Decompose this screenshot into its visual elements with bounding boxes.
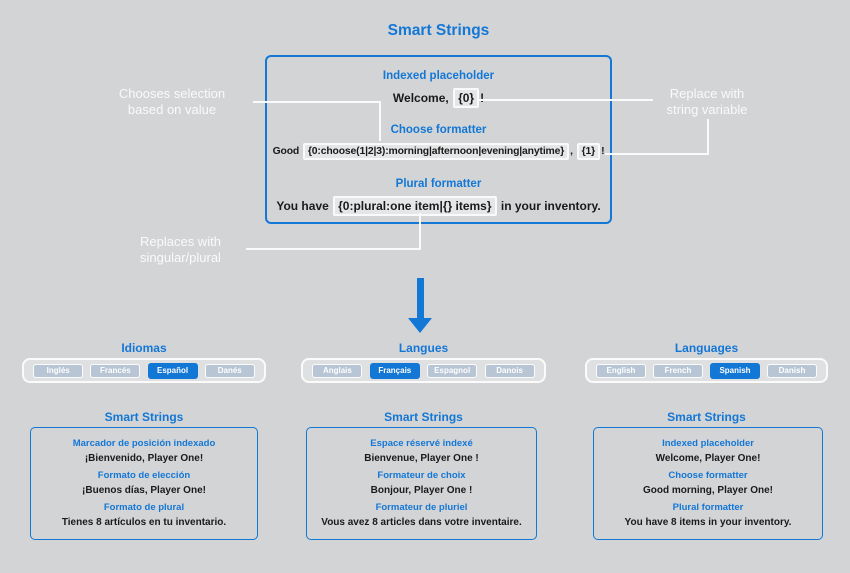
lang-button-espanol[interactable]: Español: [147, 362, 198, 379]
result-box-en: Indexed placeholder Welcome, Player One!…: [593, 427, 823, 540]
pattern-text: !: [601, 146, 605, 157]
result-entry: Formato de elección ¡Buenos días, Player…: [33, 471, 255, 496]
result-entry-label: Formateur de choix: [377, 470, 466, 482]
annotation-line: Replaces with: [140, 234, 221, 249]
result-entry-text: Bienvenue, Player One !: [364, 452, 479, 464]
column-title-idiomas: Idiomas: [121, 341, 167, 355]
pattern-choose-formatter: Good {0:choose(1|2|3):morning|afternoon|…: [267, 143, 610, 160]
lang-button-english[interactable]: English: [596, 363, 646, 378]
result-entry-label: Choose formatter: [668, 470, 748, 482]
pattern-plural-formatter: You have {0:plural:one item|{} items} in…: [267, 196, 610, 216]
annotation-line: based on value: [127, 101, 217, 117]
language-selector-es: Inglés Francés Español Danés: [22, 358, 266, 383]
lang-button-danish[interactable]: Danish: [767, 363, 817, 378]
result-box-fr: Espace réservé indexé Bienvenue, Player …: [306, 427, 537, 540]
pattern-text: You have: [276, 199, 333, 213]
token-plural: {0:plural:one item|{} items}: [333, 196, 497, 216]
result-entry-label: Formato de plural: [103, 502, 185, 514]
result-entry-text: Vous avez 8 articles dans votre inventai…: [321, 516, 522, 528]
result-entry: Marcador de posición indexado ¡Bienvenid…: [33, 439, 255, 464]
result-entry: Formateur de choix Bonjour, Player One !: [309, 471, 534, 496]
result-entry-text: Good morning, Player One!: [642, 484, 773, 496]
annotation-choose-selection: Chooses selection based on value: [92, 86, 252, 117]
connector-variable-v: [707, 119, 709, 155]
pattern-text: ,: [570, 146, 576, 157]
result-entry: Plural formatter You have 8 items in you…: [596, 503, 820, 528]
column-title-languages: Languages: [674, 341, 739, 355]
result-box-es: Marcador de posición indexado ¡Bienvenid…: [30, 427, 258, 540]
token-choose: {0:choose(1|2|3):morning|afternoon|eveni…: [302, 143, 570, 160]
annotation-replaces-plural: Replaces with singular/plural: [140, 234, 270, 265]
language-selector-en: English French Spanish Danish: [585, 358, 828, 383]
annotation-line: singular/plural: [140, 249, 221, 265]
result-entry-label: Indexed placeholder: [662, 438, 754, 450]
result-entry-text: Welcome, Player One!: [655, 452, 761, 464]
lang-button-danois[interactable]: Danois: [484, 363, 535, 378]
result-entry-text: ¡Bienvenido, Player One!: [84, 452, 204, 464]
flow-arrow: [417, 278, 424, 320]
flow-arrow-head-icon: [408, 318, 432, 333]
result-entry-label: Espace réservé indexé: [370, 438, 473, 450]
connector-choose-h: [253, 101, 381, 103]
lang-button-french[interactable]: French: [653, 363, 703, 378]
connector-variable-h1: [477, 99, 653, 101]
column-subtitle-smart-strings: Smart Strings: [104, 410, 184, 424]
result-entry: Choose formatter Good morning, Player On…: [596, 471, 820, 496]
result-entry-label: Plural formatter: [672, 502, 744, 514]
annotation-line: Replace with: [669, 86, 745, 101]
smart-string-pattern-box: Indexed placeholder Welcome, {0}! Choose…: [265, 55, 612, 224]
column-title-langues: Langues: [398, 341, 449, 355]
result-entry-label: Formato de elección: [97, 470, 191, 482]
result-entry: Formateur de pluriel Vous avez 8 article…: [309, 503, 534, 528]
pattern-text: !: [480, 91, 485, 105]
section-label-indexed-placeholder: Indexed placeholder: [382, 70, 495, 82]
result-entry-text: Tienes 8 artículos en tu inventario.: [61, 516, 227, 528]
lang-button-espagnol[interactable]: Espagnol: [427, 363, 478, 378]
column-subtitle-smart-strings: Smart Strings: [384, 410, 463, 424]
token-indexed: {0}: [453, 88, 480, 108]
result-entry-label: Formateur de pluriel: [375, 502, 468, 514]
lang-button-francais[interactable]: Français: [369, 362, 420, 379]
lang-button-spanish[interactable]: Spanish: [710, 362, 760, 379]
result-entry: Formato de plural Tienes 8 artículos en …: [33, 503, 255, 528]
lang-button-anglais[interactable]: Anglais: [312, 363, 363, 378]
pattern-text: Welcome,: [392, 91, 453, 105]
section-label-choose-formatter: Choose formatter: [390, 124, 487, 136]
result-entry: Espace réservé indexé Bienvenue, Player …: [309, 439, 534, 464]
annotation-line: Chooses selection: [118, 86, 226, 101]
result-entry-label: Marcador de posición indexado: [72, 438, 216, 450]
result-entry: Indexed placeholder Welcome, Player One!: [596, 439, 820, 464]
pattern-text: in your inventory.: [497, 199, 601, 213]
pattern-indexed-placeholder: Welcome, {0}!: [267, 88, 610, 108]
lang-button-ingles[interactable]: Inglés: [33, 363, 84, 378]
section-label-plural-formatter: Plural formatter: [395, 178, 482, 190]
annotation-replace-variable: Replace with string variable: [645, 86, 769, 117]
result-entry-text: Bonjour, Player One !: [370, 484, 473, 496]
connector-choose-v: [379, 101, 381, 141]
lang-button-frances[interactable]: Francés: [90, 363, 141, 378]
page-title: Smart Strings: [387, 22, 490, 39]
column-subtitle-smart-strings: Smart Strings: [667, 410, 746, 424]
token-variable: {1}: [576, 143, 601, 160]
lang-button-danes[interactable]: Danés: [204, 363, 255, 378]
connector-plural-v: [419, 213, 421, 250]
connector-plural-h: [246, 248, 421, 250]
result-entry-text: You have 8 items in your inventory.: [624, 516, 792, 528]
pattern-text: Good: [272, 146, 302, 157]
result-entry-text: ¡Buenos días, Player One!: [82, 484, 206, 496]
annotation-line: string variable: [666, 101, 748, 117]
language-selector-fr: Anglais Français Espagnol Danois: [301, 358, 546, 383]
connector-variable-h2: [605, 153, 709, 155]
